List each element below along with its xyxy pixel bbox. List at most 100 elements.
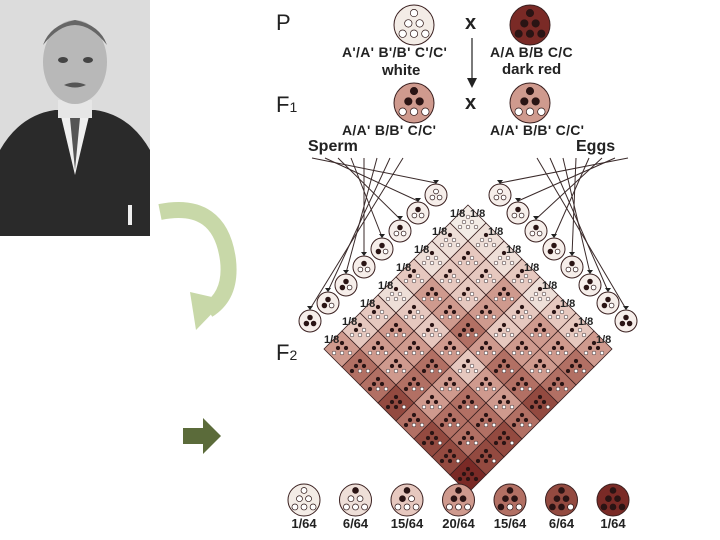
allele-dot	[567, 503, 574, 511]
allele-dot	[479, 309, 485, 315]
allele-dot	[479, 345, 485, 351]
allele-dot	[569, 327, 575, 333]
sperm-arrow-head	[379, 234, 385, 238]
sperm-arrow-head	[415, 198, 421, 202]
allele-dot	[591, 340, 597, 346]
allele-dot	[425, 399, 431, 405]
egg-arrow-head	[587, 270, 593, 274]
block-arrow-icon	[183, 418, 221, 454]
parent-white-genotype: A'/A' B'/B' C'/C'	[342, 44, 448, 60]
allele-dot	[511, 314, 517, 320]
allele-dot	[389, 399, 395, 405]
allele-dot	[500, 194, 507, 201]
allele-dot	[541, 363, 547, 369]
allele-dot	[515, 309, 521, 315]
allele-dot	[389, 363, 395, 369]
allele-dot	[569, 260, 575, 267]
allele-dot	[502, 495, 509, 503]
allele-dot	[325, 296, 331, 303]
allele-dot	[554, 248, 561, 255]
allele-dot	[509, 296, 515, 302]
allele-dot	[425, 435, 431, 441]
egg-gamete	[506, 201, 530, 225]
allele-dot	[572, 266, 579, 273]
egg-arrow	[562, 157, 591, 274]
allele-dot	[403, 350, 409, 356]
allele-dot	[591, 350, 597, 356]
allele-dot	[573, 358, 579, 364]
allele-dot	[383, 386, 389, 392]
allele-dot	[461, 363, 467, 369]
allele-dot	[407, 273, 413, 279]
allele-dot	[473, 440, 479, 446]
sperm-fraction: 1/8	[414, 244, 429, 256]
allele-dot	[421, 332, 427, 338]
allele-dot	[520, 97, 529, 106]
allele-dot	[411, 386, 417, 392]
allele-dot	[595, 345, 601, 351]
allele-dot	[563, 314, 569, 320]
allele-dot	[475, 314, 481, 320]
sperm-gamete	[316, 291, 340, 315]
allele-dot	[511, 422, 517, 428]
sperm-gamete	[334, 273, 358, 297]
allele-dot	[465, 296, 471, 302]
allele-dot	[412, 503, 420, 511]
allele-dot	[475, 278, 481, 284]
allele-dot	[518, 212, 525, 219]
allele-dot	[361, 260, 367, 267]
allele-dot	[475, 350, 481, 356]
allele-dot	[375, 386, 381, 392]
allele-dot	[497, 291, 503, 297]
egg-fraction: 1/8	[596, 334, 611, 346]
allele-dot	[563, 350, 569, 356]
allele-dot	[545, 404, 551, 410]
allele-dot	[465, 260, 471, 266]
allele-dot	[353, 327, 359, 333]
allele-dot	[599, 350, 605, 356]
allele-dot	[469, 291, 475, 297]
allele-dot	[385, 332, 391, 338]
allele-dot	[367, 386, 373, 392]
allele-dot	[491, 386, 497, 392]
f2-subscript: 2	[289, 347, 298, 363]
allele-dot	[469, 435, 475, 441]
allele-dot	[443, 309, 449, 315]
allele-dot	[473, 296, 479, 302]
allele-dot	[491, 458, 497, 464]
sperm-gamete	[406, 201, 430, 225]
allele-dot	[446, 503, 453, 511]
allele-dot	[419, 314, 425, 320]
allele-dot	[419, 278, 425, 284]
allele-dot	[451, 273, 457, 279]
allele-dot	[421, 260, 427, 266]
allele-dot	[551, 381, 557, 387]
allele-dot	[505, 255, 511, 261]
allele-dot	[393, 404, 399, 410]
sperm-arrow-head	[433, 180, 439, 184]
egg-fraction: 1/8	[506, 244, 521, 256]
sperm-gamete	[352, 255, 376, 279]
allele-dot	[429, 440, 435, 446]
allele-dot	[439, 242, 445, 248]
allele-dot	[533, 291, 539, 297]
allele-dot	[469, 399, 475, 405]
allele-dot	[411, 422, 417, 428]
f2-ratio-label: 15/64	[390, 516, 424, 531]
allele-dot	[519, 350, 525, 356]
allele-dot	[473, 404, 479, 410]
allele-dot	[393, 358, 399, 364]
allele-dot	[505, 363, 511, 369]
allele-dot	[531, 97, 540, 106]
allele-dot	[555, 314, 561, 320]
allele-dot	[505, 327, 511, 333]
allele-dot	[398, 29, 407, 38]
allele-dot	[439, 350, 445, 356]
egg-arrow	[549, 157, 609, 292]
allele-dot	[590, 284, 597, 291]
allele-dot	[367, 350, 373, 356]
allele-dot	[465, 286, 471, 292]
allele-dot	[429, 322, 435, 328]
egg-arrow	[553, 157, 590, 238]
